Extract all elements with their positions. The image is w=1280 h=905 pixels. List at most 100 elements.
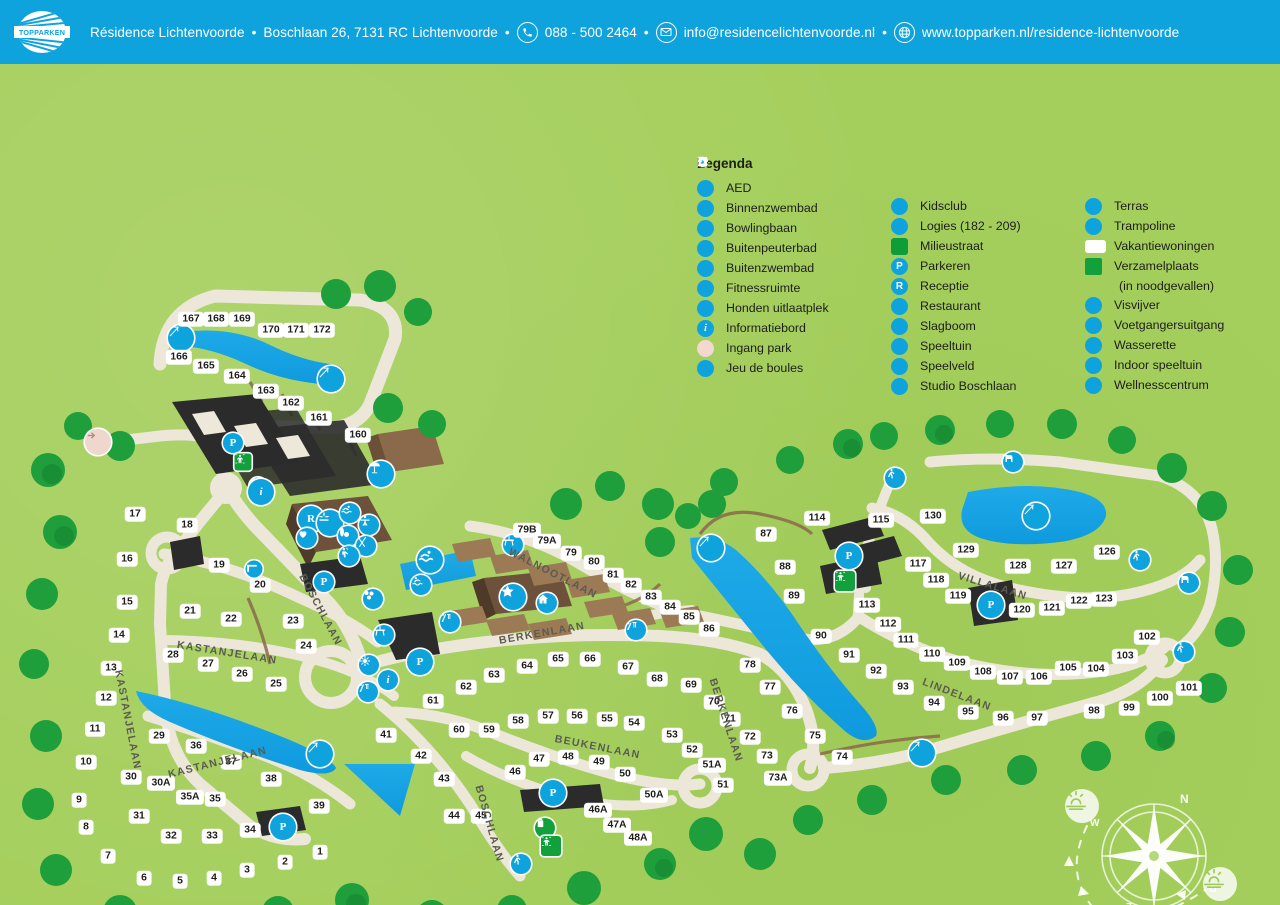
plot-number-64[interactable]: 64 xyxy=(517,659,537,673)
lodging-icon[interactable] xyxy=(537,593,557,613)
plot-number-20[interactable]: 20 xyxy=(250,578,270,592)
outdoor-pool-icon[interactable] xyxy=(417,547,443,573)
plot-number-7[interactable]: 7 xyxy=(101,849,115,863)
plot-number-106[interactable]: 106 xyxy=(1026,670,1052,684)
plot-number-122[interactable]: 122 xyxy=(1066,594,1092,608)
pedestrian-exit-icon[interactable] xyxy=(511,854,531,874)
plot-number-90[interactable]: 90 xyxy=(811,629,831,643)
barrier-icon[interactable] xyxy=(245,560,263,578)
plot-number-98[interactable]: 98 xyxy=(1084,704,1104,718)
plot-number-13[interactable]: 13 xyxy=(101,661,121,675)
fitness-icon[interactable] xyxy=(359,515,379,535)
plot-number-62[interactable]: 62 xyxy=(456,680,476,694)
plot-number-113[interactable]: 113 xyxy=(854,598,880,612)
plot-number-48A[interactable]: 48A xyxy=(624,831,652,845)
park-map-canvas[interactable]: Legenda AED Binnenzwembad Bowlingbaan xyxy=(0,64,1280,905)
plot-number-33[interactable]: 33 xyxy=(202,829,222,843)
plot-number-12[interactable]: 12 xyxy=(96,691,116,705)
plot-number-69[interactable]: 69 xyxy=(681,678,701,692)
plot-number-21[interactable]: 21 xyxy=(180,604,200,618)
plot-number-167[interactable]: 167 xyxy=(178,312,204,326)
plot-number-15[interactable]: 15 xyxy=(117,595,137,609)
plot-number-23[interactable]: 23 xyxy=(283,614,303,628)
plot-number-73[interactable]: 73 xyxy=(757,749,777,763)
plot-number-68[interactable]: 68 xyxy=(647,672,667,686)
header-website[interactable]: www.topparken.nl/residence-lichtenvoorde xyxy=(921,24,1180,40)
plot-number-126[interactable]: 126 xyxy=(1094,545,1120,559)
plot-number-110[interactable]: 110 xyxy=(919,647,945,661)
plot-number-19[interactable]: 19 xyxy=(209,558,229,572)
plot-number-11[interactable]: 11 xyxy=(85,722,105,736)
plot-number-41[interactable]: 41 xyxy=(376,728,396,742)
terrace-icon[interactable] xyxy=(368,461,394,487)
plot-number-27[interactable]: 27 xyxy=(198,657,218,671)
kidsclub-icon[interactable] xyxy=(339,546,359,566)
info-board-icon[interactable]: i xyxy=(378,670,398,690)
plot-number-3[interactable]: 3 xyxy=(240,863,254,877)
plot-number-92[interactable]: 92 xyxy=(866,664,886,678)
fishing-pond-icon[interactable] xyxy=(698,535,724,561)
assembly-point-icon[interactable] xyxy=(835,571,855,591)
restaurant-icon[interactable] xyxy=(356,536,376,556)
plot-number-79[interactable]: 79 xyxy=(561,546,581,560)
plot-number-70[interactable]: 70 xyxy=(704,695,724,709)
plot-number-35A[interactable]: 35A xyxy=(176,790,204,804)
plot-number-17[interactable]: 17 xyxy=(125,507,145,521)
dog-walk-icon[interactable] xyxy=(1003,452,1023,472)
parking-icon[interactable]: P xyxy=(270,814,296,840)
fishing-pond-icon[interactable] xyxy=(1023,503,1049,529)
parking-icon[interactable]: P xyxy=(978,592,1004,618)
plot-number-46[interactable]: 46 xyxy=(505,765,525,779)
plot-number-172[interactable]: 172 xyxy=(309,323,335,337)
plot-number-2[interactable]: 2 xyxy=(278,855,292,869)
playground-icon[interactable] xyxy=(440,612,460,632)
plot-number-104[interactable]: 104 xyxy=(1083,662,1109,676)
plot-number-38[interactable]: 38 xyxy=(261,772,281,786)
plot-number-43[interactable]: 43 xyxy=(434,772,454,786)
plot-number-160[interactable]: 160 xyxy=(345,428,371,442)
plot-number-55[interactable]: 55 xyxy=(597,712,617,726)
plot-number-87[interactable]: 87 xyxy=(756,527,776,541)
plot-number-115[interactable]: 115 xyxy=(868,513,894,527)
indoor-play-icon[interactable] xyxy=(626,620,646,640)
plot-number-29[interactable]: 29 xyxy=(149,729,169,743)
plot-number-111[interactable]: 111 xyxy=(893,633,919,647)
plot-number-63[interactable]: 63 xyxy=(484,668,504,682)
plot-number-103[interactable]: 103 xyxy=(1112,649,1138,663)
plot-number-129[interactable]: 129 xyxy=(953,543,979,557)
plot-number-5[interactable]: 5 xyxy=(173,874,187,888)
plot-number-32[interactable]: 32 xyxy=(161,829,181,843)
plot-number-165[interactable]: 165 xyxy=(193,359,219,373)
plot-number-169[interactable]: 169 xyxy=(229,312,255,326)
plot-number-162[interactable]: 162 xyxy=(278,396,304,410)
plot-number-59[interactable]: 59 xyxy=(479,723,499,737)
plot-number-34[interactable]: 34 xyxy=(240,823,260,837)
plot-number-9[interactable]: 9 xyxy=(72,793,86,807)
plot-number-53[interactable]: 53 xyxy=(662,728,682,742)
plot-number-46A[interactable]: 46A xyxy=(584,803,612,817)
plot-number-24[interactable]: 24 xyxy=(296,639,316,653)
plot-number-93[interactable]: 93 xyxy=(893,680,913,694)
plot-number-39[interactable]: 39 xyxy=(309,799,329,813)
plot-number-61[interactable]: 61 xyxy=(423,694,443,708)
plot-number-6[interactable]: 6 xyxy=(137,871,151,885)
plot-number-99[interactable]: 99 xyxy=(1119,701,1139,715)
info-board-icon[interactable]: i xyxy=(248,479,274,505)
plot-number-130[interactable]: 130 xyxy=(920,509,946,523)
parking-icon[interactable]: P xyxy=(314,572,334,592)
plot-number-105[interactable]: 105 xyxy=(1055,661,1081,675)
plot-number-51[interactable]: 51 xyxy=(713,778,733,792)
plot-number-171[interactable]: 171 xyxy=(283,323,309,337)
plot-number-49[interactable]: 49 xyxy=(589,755,609,769)
fishing-pond-icon[interactable] xyxy=(307,741,333,767)
plot-number-83[interactable]: 83 xyxy=(641,590,661,604)
parking-icon[interactable]: P xyxy=(407,649,433,675)
plot-number-88[interactable]: 88 xyxy=(775,560,795,574)
plot-number-94[interactable]: 94 xyxy=(924,696,944,710)
plot-number-75[interactable]: 75 xyxy=(805,729,825,743)
plot-number-26[interactable]: 26 xyxy=(232,667,252,681)
plot-number-107[interactable]: 107 xyxy=(997,670,1023,684)
pedestrian-exit-icon[interactable] xyxy=(885,468,905,488)
plot-number-65[interactable]: 65 xyxy=(548,652,568,666)
plot-number-44[interactable]: 44 xyxy=(444,809,464,823)
